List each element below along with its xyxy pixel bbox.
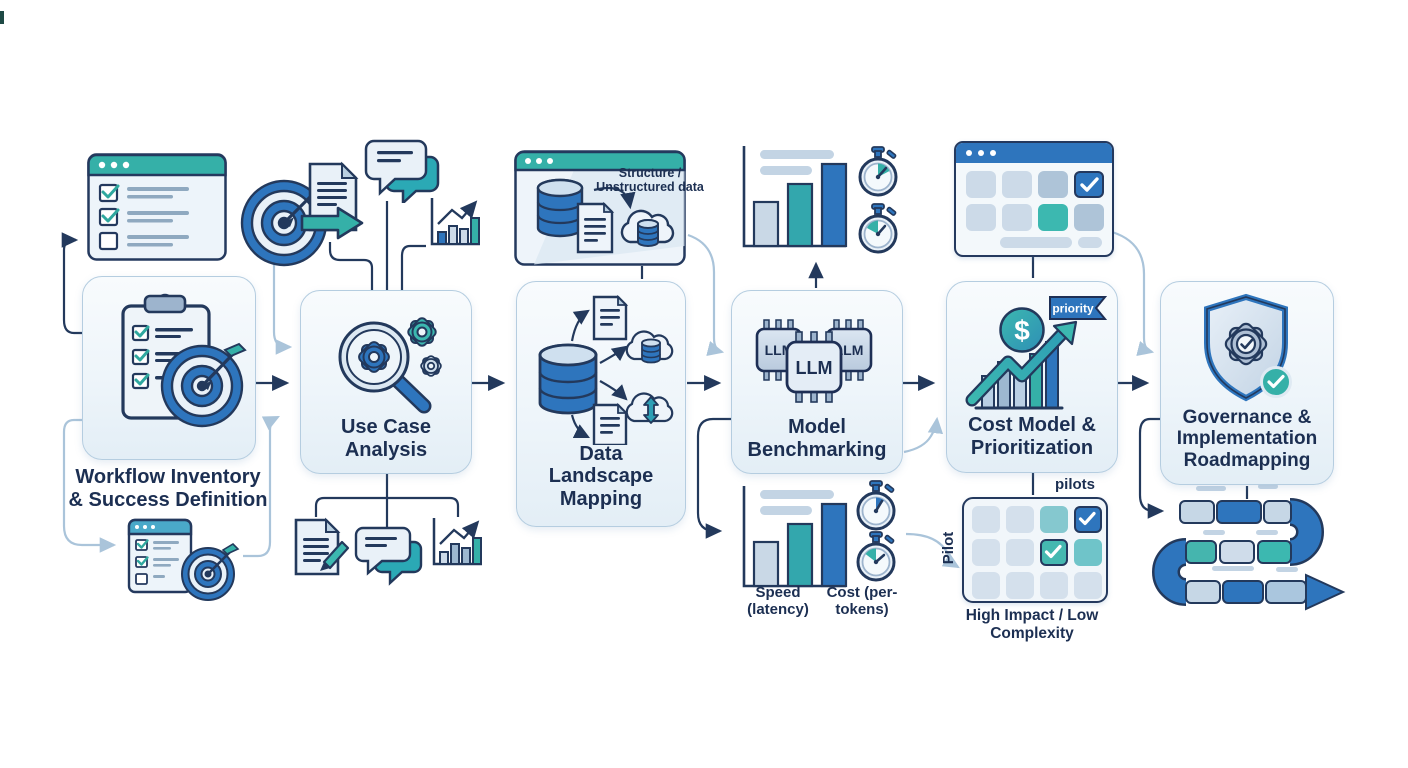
aux-dark-connectors <box>61 201 1249 539</box>
benchmark-speed-label: Speed (latency) <box>747 584 809 619</box>
check-cell <box>1074 171 1104 198</box>
aux-light-connectors <box>62 219 1155 569</box>
stopwatch-icon <box>858 146 898 197</box>
check-cell <box>1074 506 1102 533</box>
priority-flag-label: priority <box>1052 302 1094 316</box>
document-icon <box>592 402 629 445</box>
chat-bubbles-small-icon <box>354 526 423 586</box>
dollar-glyph: $ <box>1014 315 1030 346</box>
stage-label-use-case-analysis: Use Case Analysis <box>340 416 432 461</box>
benchmark-cost-label: Cost (per-tokens) <box>826 584 898 619</box>
stopwatch-icon <box>856 480 896 531</box>
gear-small-icon <box>420 355 442 377</box>
grid-window-icon <box>954 141 1114 257</box>
growth-chart-icon <box>965 320 1078 410</box>
shield-gear-icon <box>1204 293 1292 402</box>
data-window-icon <box>514 150 686 266</box>
document-export-icon <box>300 161 364 240</box>
stopwatch-icon <box>856 531 896 582</box>
benchmark-chart-top-icon <box>742 146 848 248</box>
priority-flag-icon: priority <box>1049 296 1108 320</box>
stopwatch-icon <box>858 203 898 254</box>
cloud-database-icon <box>620 209 675 247</box>
roadmap-ribbon-icon <box>1152 484 1346 611</box>
matrix-caption: High Impact / Low Complexity <box>965 607 1099 642</box>
corner-artifact <box>0 11 4 24</box>
stage-label-cost-model: Cost Model & Prioritization <box>968 414 1096 459</box>
stage-label-governance: Governance & Implementation Roadmapping <box>1176 407 1318 471</box>
checklist-target-small-icon <box>127 518 240 601</box>
stage-label-model-benchmarking: Model Benchmarking <box>747 416 887 461</box>
magnifier-gears-icon <box>338 317 442 414</box>
trend-chart-small-icon <box>432 518 482 566</box>
document-icon <box>592 294 629 341</box>
data-fanout-icon <box>538 294 674 445</box>
check-cell <box>1040 539 1068 566</box>
benchmark-chart-bottom-icon <box>742 486 848 588</box>
llm-chip-main-icon: LLM <box>785 331 843 403</box>
gear-icon <box>1224 322 1268 366</box>
window-titlebar <box>956 143 1112 163</box>
cloud-database-icon <box>625 330 674 364</box>
trend-chart-icon <box>430 198 480 246</box>
stage-label-workflow-inventory: Workflow Inventory & Success Definition <box>68 466 268 511</box>
data-window-caption: Structure / Unstructured data <box>596 166 704 195</box>
checklist-window-icon <box>87 153 227 261</box>
cloud-sync-icon <box>625 392 674 424</box>
pilot-matrix-icon <box>962 497 1108 603</box>
document-pencil-icon <box>294 517 350 576</box>
gear-icon <box>407 317 437 347</box>
gear-blue-icon <box>358 341 390 373</box>
ribbon-dash-marks <box>1196 484 1298 572</box>
pilots-caption: pilots <box>1055 476 1095 493</box>
database-icon <box>536 178 584 238</box>
stage-label-data-landscape-mapping: Data Landscape Mapping <box>548 442 654 510</box>
chat-bubbles-icon <box>364 139 440 203</box>
clipboard-target-icon <box>121 293 247 428</box>
pilot-axis-label: Pilot <box>940 531 957 565</box>
dollar-coin-icon: $ <box>999 307 1045 353</box>
llm-chip-label: LLM <box>796 358 833 378</box>
document-icon <box>576 201 615 254</box>
